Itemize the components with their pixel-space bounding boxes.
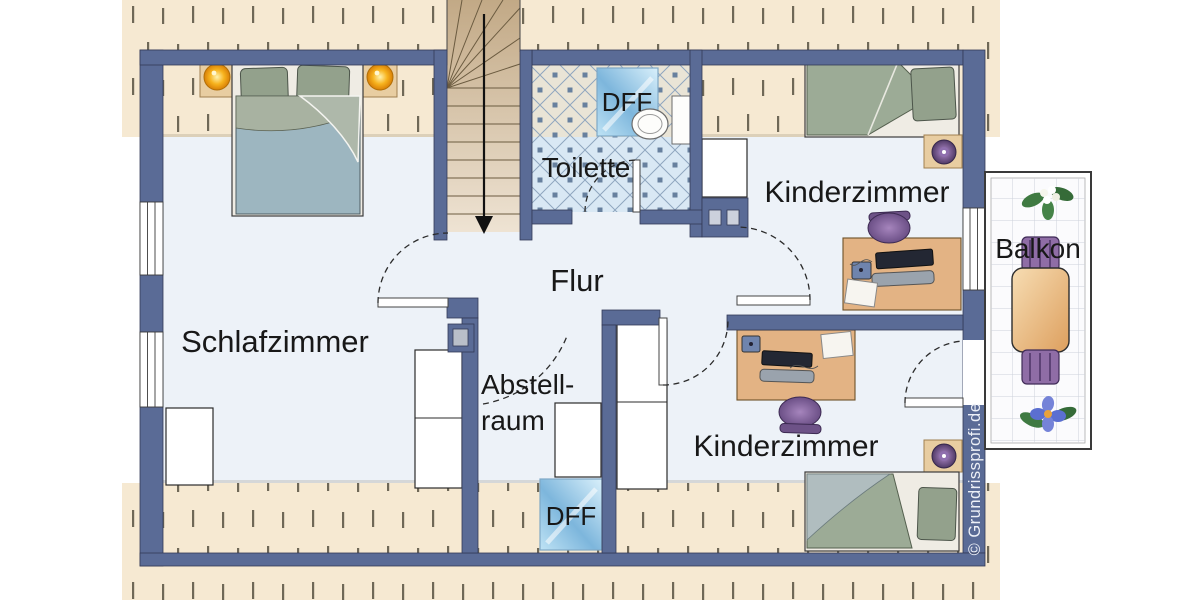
wall-segment bbox=[433, 49, 448, 241]
single-bed-bottom bbox=[804, 471, 960, 552]
plant-blue-flower bbox=[1019, 396, 1077, 432]
wall-segment bbox=[139, 49, 448, 66]
balcony-chair bbox=[1021, 236, 1060, 272]
wall-segment bbox=[531, 49, 964, 66]
label-balkon: Balkon bbox=[995, 233, 1081, 264]
wall-segment bbox=[446, 297, 479, 319]
lamp-icon bbox=[366, 63, 394, 91]
window bbox=[139, 331, 164, 408]
balcony bbox=[984, 171, 1092, 450]
balcony-table bbox=[1011, 267, 1070, 353]
door-balcony bbox=[904, 340, 964, 408]
door-kinderzimmer-top bbox=[736, 226, 811, 306]
label-kinderzimmer-top: Kinderzimmer bbox=[764, 176, 949, 209]
staircase bbox=[446, 0, 521, 234]
desk-chair bbox=[867, 210, 911, 244]
room-labels: Schlafzimmer Flur Toilette DFF DFF Abste… bbox=[181, 87, 1081, 531]
dff-roof-window-bottom bbox=[539, 478, 603, 551]
label-dff-abstellraum: DFF bbox=[546, 501, 597, 531]
label-toilette: Toilette bbox=[542, 152, 631, 183]
label-flur: Flur bbox=[550, 263, 603, 298]
label-dff-toilette: DFF bbox=[602, 87, 653, 117]
wall-segment bbox=[531, 209, 573, 225]
watermark: © Grundrissprofi.de bbox=[966, 403, 984, 556]
nightstand bbox=[199, 59, 236, 98]
wall-segment bbox=[639, 209, 703, 225]
balcony-door-opening bbox=[963, 340, 985, 405]
window bbox=[139, 201, 164, 276]
lamp-icon bbox=[203, 63, 231, 91]
stair-direction-arrow bbox=[475, 14, 493, 234]
door-schlafzimmer bbox=[377, 232, 449, 308]
nightstand bbox=[361, 59, 398, 98]
wall-segment bbox=[461, 317, 479, 554]
storage-shelf bbox=[554, 402, 602, 478]
nightstand bbox=[923, 439, 963, 473]
double-bed bbox=[231, 63, 364, 217]
label-abstellraum-line2: raum bbox=[481, 405, 545, 436]
wall-segment bbox=[726, 314, 964, 331]
wardrobe bbox=[165, 407, 214, 486]
wall-segment bbox=[601, 324, 617, 554]
dff-roof-window bbox=[596, 67, 659, 137]
nightstand bbox=[923, 134, 963, 169]
balcony-chair bbox=[1021, 349, 1060, 385]
wall-segment bbox=[139, 552, 986, 567]
label-schlafzimmer: Schlafzimmer bbox=[181, 324, 369, 359]
balcony-window bbox=[962, 207, 986, 291]
wall-segment bbox=[139, 49, 164, 567]
label-kinderzimmer-bottom: Kinderzimmer bbox=[693, 430, 878, 463]
cabinet bbox=[701, 138, 748, 198]
single-bed-top bbox=[804, 59, 960, 138]
wall-segment bbox=[689, 49, 703, 238]
wall-segment bbox=[519, 49, 533, 241]
plant-white-flower bbox=[1021, 186, 1074, 220]
door-abstellraum-swing bbox=[482, 335, 568, 405]
wardrobe bbox=[414, 349, 463, 489]
walls bbox=[139, 49, 986, 567]
label-abstellraum-line1: Abstell- bbox=[481, 369, 574, 400]
desk-top bbox=[842, 237, 962, 311]
toilet bbox=[631, 95, 691, 145]
door-kinderzimmer-bottom bbox=[658, 317, 729, 386]
desk-bottom bbox=[736, 329, 856, 401]
wall-segment bbox=[601, 309, 661, 326]
desk-chair bbox=[778, 396, 822, 435]
door-toilette bbox=[584, 159, 641, 213]
